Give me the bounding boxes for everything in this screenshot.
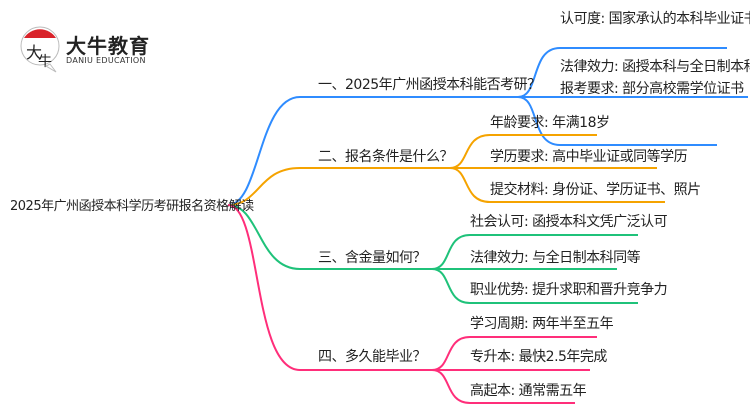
logo-name: 大牛教育 [66,34,150,58]
leaf-topic: 高起本: 通常需五年 [470,383,587,399]
logo: 大 牛 大牛教育 DANIU EDUCATION [20,22,180,74]
branch-topic: 四、多久能毕业？ [318,349,427,365]
leaf-topic: 专升本: 最快2.5年完成 [470,349,607,365]
leaf-topic: 社会认可: 函授本科文凭广泛认可 [470,214,668,230]
leaf-topic: 法律效力: 与全日制本科同等 [470,250,641,266]
branch-4-lines [227,204,597,404]
branch-2-lines [227,134,665,206]
leaf-topic: 学历要求: 高中毕业证或同等学历 [490,149,688,165]
leaf-topic: 法律效力: 函授本科与全日制本科同等 [560,59,750,75]
leaf-topic: 提交材料: 身份证、学历证书、照片 [490,182,701,198]
branch-topic: 一、2025年广州函授本科能否考研？ [318,77,541,93]
logo-subtitle: DANIU EDUCATION [66,56,146,65]
branch-topic: 三、含金量如何？ [318,250,427,266]
logo-mark-icon: 大 牛 [20,26,60,73]
leaf-topic: 学习周期: 两年半至五年 [470,316,614,332]
leaf-topic: 认可度: 国家承认的本科毕业证书 [560,11,750,27]
branch-topic: 二、报名条件是什么？ [318,149,454,165]
branch-3-lines [227,204,638,304]
svg-text:大: 大 [26,43,42,62]
leaf-topic: 报考要求: 部分高校需学位证书 [560,81,744,97]
leaf-topic: 职业优势: 提升求职和晋升竞争力 [470,282,668,298]
root-topic: 2025年广州函授本科学历考研报名资格解读 [10,199,254,214]
leaf-topic: 年龄要求: 年满18岁 [490,115,610,131]
branch-1-lines [227,47,748,206]
